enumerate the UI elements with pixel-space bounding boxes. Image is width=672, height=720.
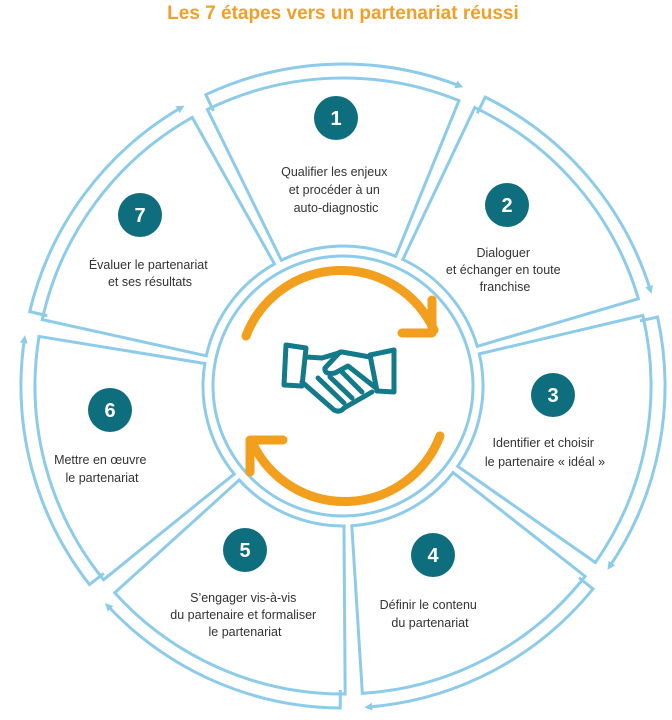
cycle-arrow-arc [364,576,596,711]
cycle-arrow-arc [19,335,105,587]
step-number: 1 [330,108,341,130]
segment-ring [19,62,667,711]
step-number: 5 [239,540,250,562]
step-7: 7 Évaluer le partenariat et ses résultat… [89,193,211,289]
cycle-arrows-icon [241,265,445,507]
handshake-icon [281,342,397,414]
cycle-arrow-arc [607,315,667,570]
cycle-arrow-arc [105,602,342,710]
step-2: 2 Dialoguer et échanger en toute franchi… [446,183,564,294]
segment-step-4 [350,470,588,695]
segment-step-7 [40,115,277,358]
orange-arrowhead-top [397,295,437,338]
step-5: 5 S’engager vis-à-vis du partenaire et f… [170,528,319,639]
cycle-arrow-arc [475,95,653,294]
segment-step-6 [33,334,237,582]
step-number-badge [485,183,529,227]
step-3: 3 Identifier et choisir le partenaire « … [485,373,605,469]
orange-arc-bottom [247,431,445,507]
diagram-title: Les 7 étapes vers un partenariat réussi [167,3,519,24]
step-label: Dialoguer et échanger en toute franchise [446,246,564,294]
segment-step-2 [400,105,641,349]
step-number-badge [531,373,575,417]
step-number-badge [314,96,358,140]
step-label: Définir le contenu du partenariat [380,598,481,630]
step-number-badge [411,533,455,577]
step-label: Mettre en œuvre le partenariat [54,453,150,485]
cycle-arrow-arc [27,105,185,318]
step-6: 6 Mettre en œuvre le partenariat [54,388,150,485]
step-label: Qualifier les enjeux et procéder à un au… [281,165,391,215]
step-number-badge [223,528,267,572]
cycle-arrow-arc [203,62,464,112]
step-number: 7 [134,205,145,227]
orange-arc-top [241,265,439,341]
segment-step-3 [455,313,653,565]
step-label: Identifier et choisir le partenaire « id… [485,436,605,469]
step-number-badge [118,193,162,237]
step-label: S’engager vis-à-vis du partenaire et for… [170,591,319,639]
orange-arrowhead-bottom [245,435,288,477]
step-4: 4 Définir le contenu du partenariat [380,533,481,630]
step-number-badge [88,388,132,432]
step-number: 2 [501,195,512,217]
step-number: 3 [547,385,558,407]
step-number: 6 [104,400,115,422]
segment-step-1 [205,76,461,263]
step-label: Évaluer le partenariat et ses résultats [89,257,211,289]
segment-step-5 [112,477,347,696]
step-1: 1 Qualifier les enjeux et procéder à un … [281,96,391,215]
step-number: 4 [427,545,439,567]
